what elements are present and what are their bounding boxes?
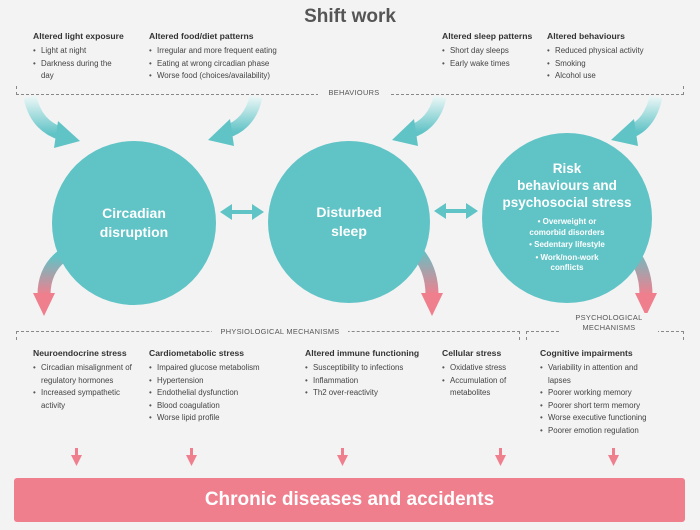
list-item: Eating at wrong circadian phase [149, 58, 309, 71]
behaviours-label: BEHAVIOURS [318, 88, 390, 97]
column-heading: Altered behaviours [547, 31, 625, 41]
list-item: Irregular and more frequent eating [149, 45, 309, 58]
list-item: Reduced physical activity [547, 45, 677, 58]
column-heading: Altered food/diet patterns [149, 31, 254, 41]
list-item: Short day sleeps [442, 45, 542, 58]
column-heading: Neuroendocrine stress [33, 348, 127, 358]
output-arrow-circadian [33, 250, 67, 316]
circle-item: • Sedentary lifestyle [529, 240, 605, 250]
list-item: Worse executive functioning [540, 412, 680, 425]
list-item: Increased sympathetic activity [33, 387, 141, 412]
bottom-column-neuroendocrine: Neuroendocrine stress Circadian misalign… [33, 348, 141, 412]
list-item: Hypertension [149, 375, 289, 388]
circle-item: • Overweight or comorbid disorders [529, 217, 605, 237]
list-item: Accumulation of metabolites [442, 375, 522, 400]
circle-item: • Work/non-work conflicts [535, 252, 599, 273]
banner-arrows [71, 448, 619, 466]
circle-label: Circadian disruption [99, 205, 169, 240]
column-heading: Cardiometabolic stress [149, 348, 245, 358]
top-column-sleep: Altered sleep patterns Short day sleeps … [442, 31, 542, 70]
list-item: Light at night [33, 45, 143, 58]
input-arrow-food [208, 95, 263, 146]
bottom-column-immune: Altered immune functioning Susceptibilit… [305, 348, 435, 400]
list-item: Poorer emotion regulation [540, 425, 680, 438]
outcome-banner: Chronic diseases and accidents [14, 478, 685, 522]
double-arrow-1 [220, 204, 264, 220]
input-arrow-behaviours [611, 95, 663, 146]
list-item: Poorer working memory [540, 387, 680, 400]
list-item: Th2 over-reactivity [305, 387, 435, 400]
top-column-light: Altered light exposure Light at night Da… [33, 31, 143, 83]
bottom-column-cognitive: Cognitive impairments Variability in att… [540, 348, 680, 437]
list-item: Smoking [547, 58, 677, 71]
column-heading: Cellular stress [442, 348, 502, 358]
top-column-food: Altered food/diet patterns Irregular and… [149, 31, 309, 83]
column-heading: Altered sleep patterns [442, 31, 533, 41]
psychological-label: PSYCHOLOGICAL MECHANISMS [560, 313, 658, 333]
top-column-behaviours: Altered behaviours Reduced physical acti… [547, 31, 677, 83]
list-item: Alcohol use [547, 70, 677, 83]
list-item: Impaired glucose metabolism [149, 362, 289, 375]
banner-label: Chronic diseases and accidents [204, 489, 495, 510]
column-heading: Altered immune functioning [305, 348, 420, 358]
circle-disturbed-sleep: Disturbed sleep [268, 141, 430, 303]
circle-risk-behaviours: Risk behaviours and psychosocial stress … [482, 133, 652, 303]
diagram-title: Shift work [304, 6, 396, 27]
list-item: Worse lipid profile [149, 412, 289, 425]
circle-label: Disturbed sleep [316, 204, 382, 239]
list-item: Endothelial dysfunction [149, 387, 289, 400]
list-item: Worse food (choices/availability) [149, 70, 309, 83]
list-item: Early wake times [442, 58, 542, 71]
list-item: Variability in attention and lapses [540, 362, 660, 387]
column-heading: Cognitive impairments [540, 348, 633, 358]
double-arrow-2 [434, 203, 478, 219]
list-item: Blood coagulation [149, 400, 289, 413]
bottom-column-cellular: Cellular stress Oxidative stress Accumul… [442, 348, 522, 400]
list-item: Circadian misalignment of regulatory hor… [33, 362, 141, 387]
input-arrow-left [23, 95, 80, 148]
circle-circadian-disruption: Circadian disruption [52, 141, 216, 305]
list-item: Susceptibility to infections [305, 362, 435, 375]
circle-label: Risk behaviours and psychosocial stress [502, 161, 632, 211]
list-item: Oxidative stress [442, 362, 522, 375]
list-item: Poorer short term memory [540, 400, 680, 413]
column-heading: Altered light exposure [33, 31, 124, 41]
list-item: Darkness during the day [33, 58, 113, 83]
physiological-label: PHYSIOLOGICAL MECHANISMS [212, 327, 348, 336]
bottom-column-cardiometabolic: Cardiometabolic stress Impaired glucose … [149, 348, 289, 425]
input-arrow-sleep [392, 95, 447, 146]
list-item: Inflammation [305, 375, 435, 388]
